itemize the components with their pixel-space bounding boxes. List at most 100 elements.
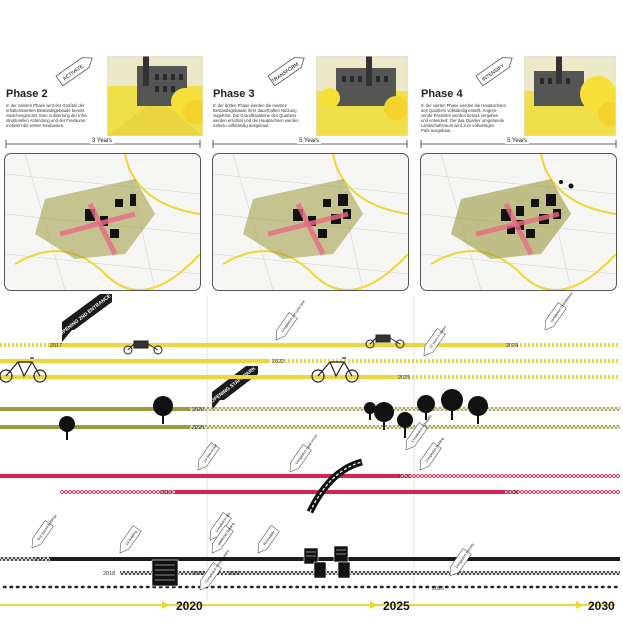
activate-tag: ACTIVATE	[55, 57, 93, 87]
bike-lane-3	[0, 375, 400, 379]
desc-line: erhaltenswerten Bestandsgebäude bereits	[6, 108, 85, 113]
phase-3-map	[212, 153, 409, 291]
desc-line: Landschaftsraum wird zum vollwertigen	[421, 123, 495, 128]
road-lane-2	[175, 490, 505, 494]
phase-3-duration: 5 Years	[297, 138, 322, 144]
desc-line: zende Parzellen werden bereits vergeben	[421, 113, 499, 118]
transform-tag: TRANSFORM	[267, 57, 305, 87]
phase-4-description: In der vierten Phase werden die Hauptach…	[421, 103, 521, 133]
milestone-flag-label: first shared buildings	[37, 513, 58, 541]
year-label: 2022	[272, 359, 284, 365]
road-lane-2-past	[60, 490, 175, 494]
intensify-tag: INTENSIFY	[475, 57, 513, 87]
desc-line: Bestandsgebäude ihrer dauerhaften Nutzun…	[213, 108, 297, 113]
year-label: 2018	[103, 571, 115, 577]
phase-2-photo	[107, 56, 203, 136]
opening-staff-label: OPENING STAFF PARK	[210, 366, 258, 405]
opening-2nd-entrance-marker: OPENING 2ND ENTRANCE	[58, 293, 113, 342]
desc-line: nahezu vollständig ausgebaut.	[213, 123, 270, 128]
year-label: 2019	[160, 490, 172, 496]
bike-lane-1-hatched	[0, 343, 50, 347]
milestone-flag: 1st building	[119, 525, 142, 554]
milestone-flag: 12 years 4 stages	[423, 325, 447, 357]
duration-rulers	[5, 140, 617, 148]
building-icon	[151, 559, 179, 587]
phase-2-duration: 3 Years	[90, 138, 115, 144]
road-icon	[306, 458, 363, 514]
desc-line: motiviert die ersten Neubauten.	[6, 123, 65, 128]
cargo-bike-icon	[123, 340, 163, 355]
phase-4-title: Phase 4	[421, 88, 463, 100]
tree-icons	[59, 389, 488, 440]
desc-line: werden errichtet und die Hauptachsen wer…	[213, 118, 299, 123]
year-label: 2017	[50, 343, 62, 349]
bike-lane-2	[0, 359, 270, 363]
green-lane-1	[0, 407, 190, 411]
milestone-flag-label: Completion building	[425, 436, 445, 463]
tree-icon	[59, 416, 75, 440]
phase-4-map	[420, 153, 617, 291]
tree-icon	[364, 402, 376, 420]
phase-2-map	[4, 153, 201, 291]
bike-lane-2-future	[270, 359, 620, 363]
desc-line: zugeführt. Die Grundbausteine des Quarti…	[213, 113, 297, 118]
tree-icon	[417, 395, 435, 420]
milestone-flag: Renewable	[257, 525, 280, 554]
building-lane-1-past	[0, 557, 50, 561]
tree-icon	[374, 402, 394, 430]
desc-line: strukturellen Anbindung und der Freiräum…	[6, 118, 86, 123]
desc-line: und entwickelt. Der das Quartier umgeben…	[421, 118, 505, 123]
green-lane-2	[0, 425, 190, 429]
bike-lane-1-future	[510, 343, 620, 347]
milestone-flag: Completion rapid circuit	[289, 434, 319, 473]
milestone-flag-label: completion 2nd bikeway	[550, 291, 574, 323]
milestone-flag-label: Completion rapid circuit	[295, 434, 319, 465]
phase-4-duration: 5 Years	[505, 138, 530, 144]
year-label: 2020	[192, 571, 204, 577]
opening-staff-park-marker: OPENING STAFF PARK	[210, 366, 258, 410]
building-icon	[333, 545, 349, 563]
road-lane-2-future	[505, 490, 620, 494]
bicycle-icon	[311, 357, 359, 383]
building-icon	[313, 561, 327, 579]
milestone-flag: Completion building	[419, 436, 445, 471]
phase-4-photo	[524, 56, 616, 136]
year-label: 2025	[398, 375, 410, 381]
milestone-flag-label: Completion housing plans	[205, 549, 231, 584]
tree-icon	[397, 412, 413, 438]
cargo-bike-icon	[365, 334, 405, 349]
desc-line: zwischengenutzt. Eine Aufwertung der Inf…	[6, 113, 88, 118]
milestone-flag-label: Completion 1st cycle lane	[281, 299, 307, 333]
year-label: 2017	[34, 557, 46, 563]
building-icons	[151, 545, 351, 587]
bicycle-icon	[0, 357, 47, 383]
desc-line: des Quartiers vollständig erstellt. Angr…	[421, 108, 498, 113]
milestone-flag-label: Completion intercity	[455, 542, 476, 569]
tree-icon	[441, 389, 463, 420]
milestone-flag: completion 2nd bikeway	[544, 291, 574, 331]
phase-3-title: Phase 3	[213, 88, 255, 100]
building-icon	[303, 547, 319, 565]
year-label: 2028	[506, 343, 518, 349]
milestone-flag: Completion 1st cycle lane	[275, 299, 307, 341]
year-label: 2026	[432, 586, 444, 592]
phase-2-description: In der zweiten Phase wird der Großteil d…	[6, 103, 106, 128]
desc-line: In der vierten Phase werden die Hauptach…	[421, 103, 506, 108]
building-lane-2-future	[420, 571, 620, 575]
year-label: 2028	[506, 490, 518, 496]
tree-icon	[153, 396, 173, 424]
year-label: 2021	[228, 571, 240, 577]
building-lane-2	[120, 571, 420, 575]
year-axis-2030: 2030	[588, 599, 615, 613]
year-axis-2025: 2025	[383, 599, 410, 613]
bike-lane-3-future	[400, 375, 620, 379]
desc-line: In der zweiten Phase wird der Großteil d…	[6, 103, 85, 108]
tree-icon	[468, 396, 488, 424]
phase-2-title: Phase 2	[6, 88, 48, 100]
road-lane-1-future	[400, 474, 620, 478]
phase-3-photo	[316, 56, 408, 136]
building-icon	[337, 561, 351, 579]
desc-line: Park ausgebaut.	[421, 128, 452, 133]
